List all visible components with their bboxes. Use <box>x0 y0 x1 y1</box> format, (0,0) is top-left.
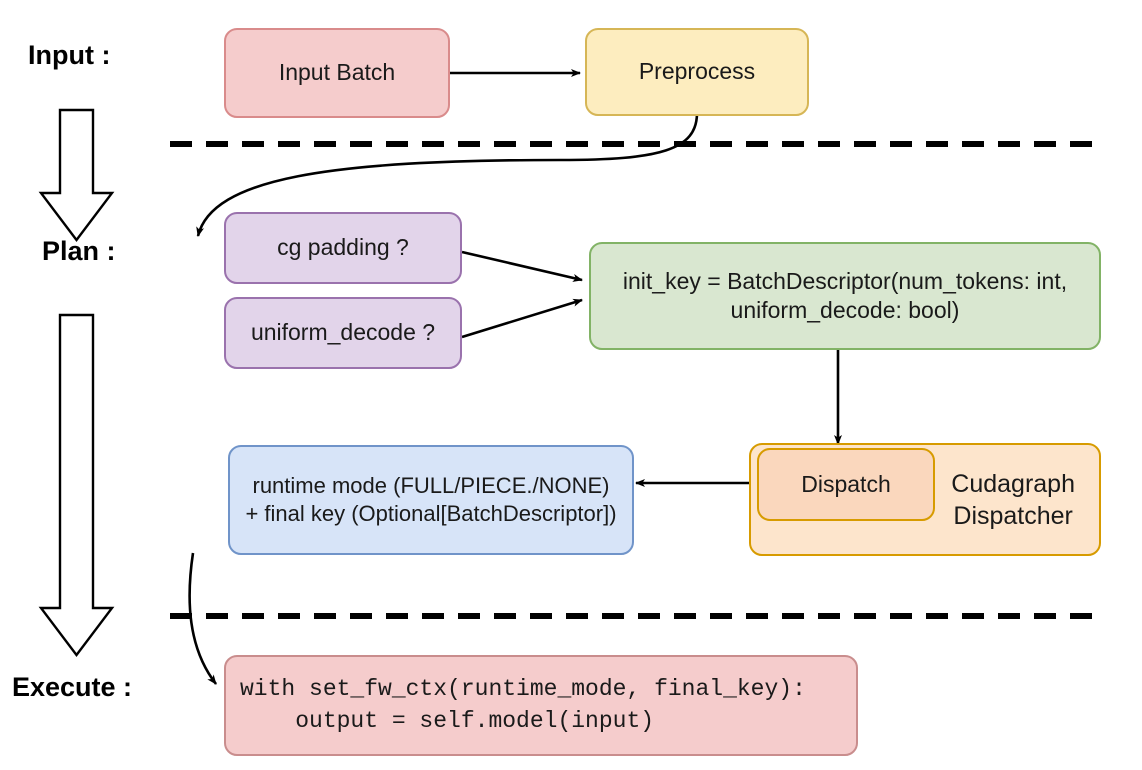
edge-uniform-decode-to-init-key <box>461 298 583 339</box>
stage-label-execute: Execute : <box>12 672 133 702</box>
edge-runtime-mode-to-execute-code <box>188 552 218 685</box>
flow-arrow-input-to-plan <box>38 108 115 242</box>
flow-arrow-plan-to-execute <box>38 313 115 657</box>
node-preprocess[interactable]: Preprocess <box>585 28 809 116</box>
stage-label-input: Input : <box>28 40 111 70</box>
node-cg-padding[interactable]: cg padding ? <box>224 212 462 284</box>
node-init-key[interactable]: init_key = BatchDescriptor(num_tokens: i… <box>589 242 1101 350</box>
node-dispatch[interactable]: Dispatch <box>757 448 935 521</box>
node-input-batch[interactable]: Input Batch <box>224 28 450 118</box>
node-uniform-decode[interactable]: uniform_decode ? <box>224 297 462 369</box>
edge-cg-padding-to-init-key <box>461 250 583 282</box>
node-execute-code[interactable]: with set_fw_ctx(runtime_mode, final_key)… <box>224 655 858 756</box>
stage-label-plan: Plan : <box>42 236 116 266</box>
node-runtime-mode[interactable]: runtime mode (FULL/PIECE./NONE) + final … <box>228 445 634 555</box>
